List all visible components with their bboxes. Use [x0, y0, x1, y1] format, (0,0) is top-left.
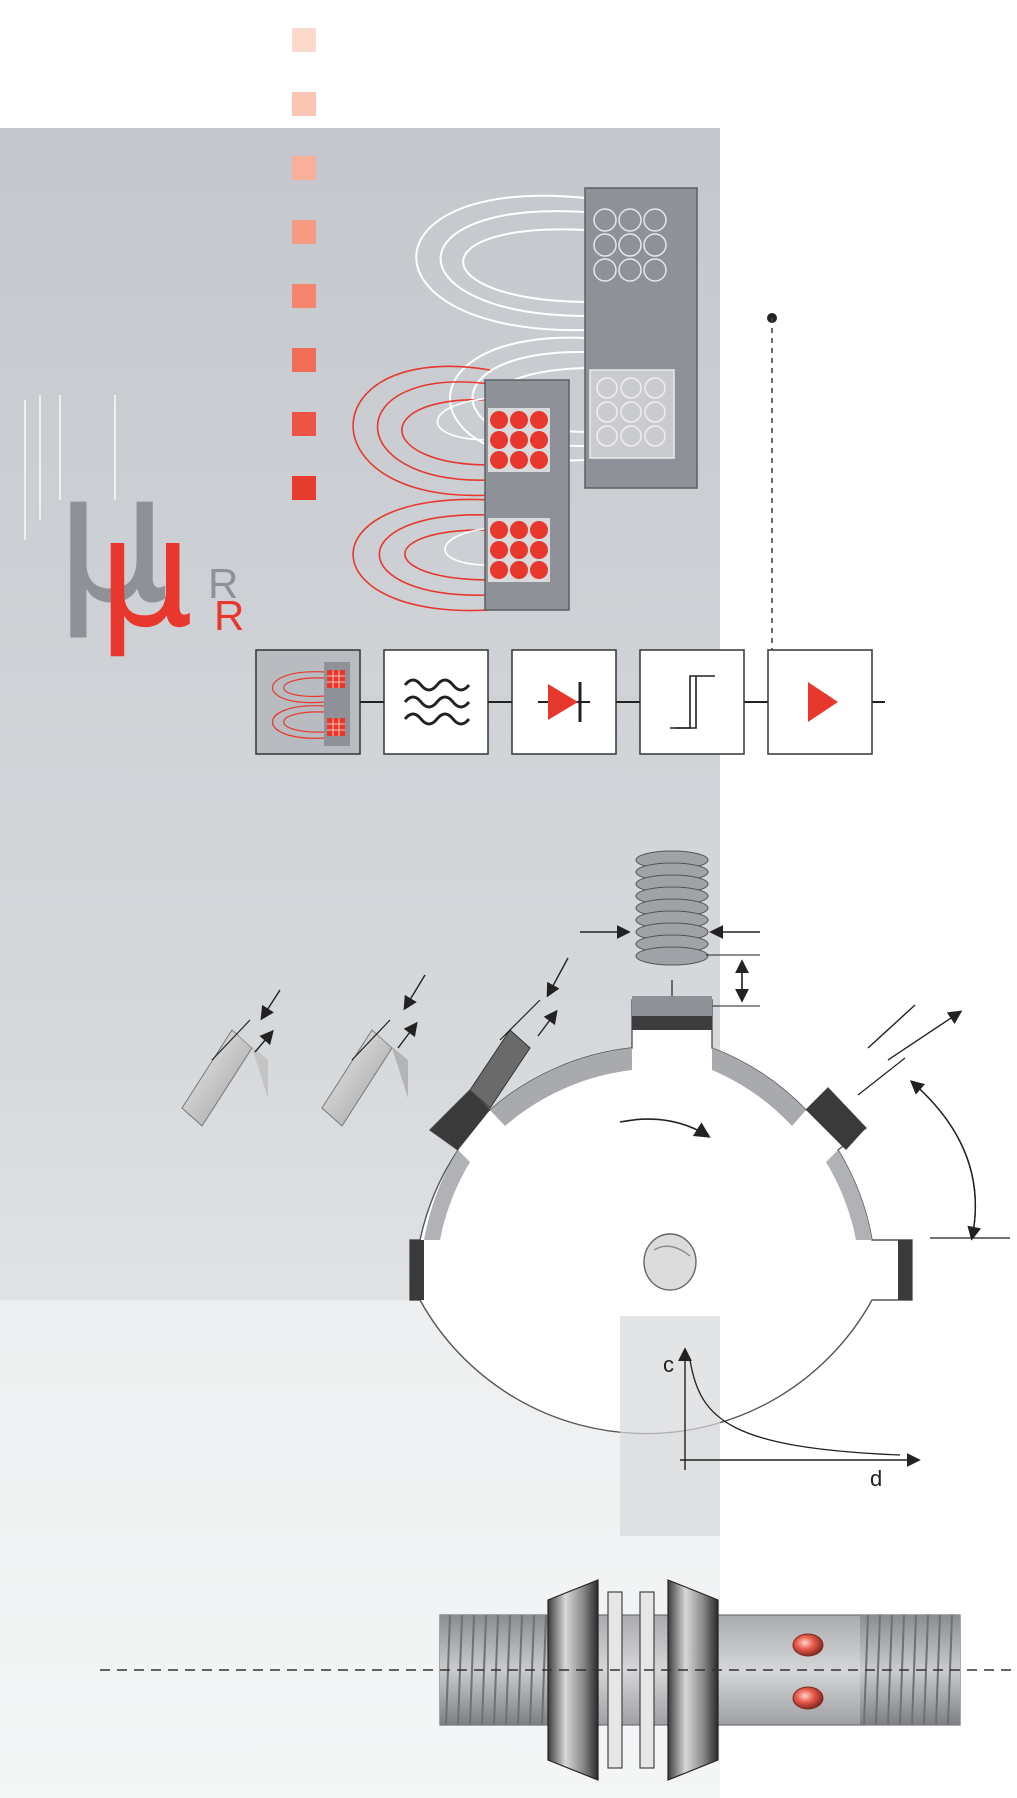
graph-y-label: c: [663, 1352, 674, 1377]
lock-nut-right: [668, 1580, 718, 1780]
washer-right: [640, 1592, 654, 1768]
signal-dashed-line: [767, 313, 777, 650]
washer-left: [608, 1592, 622, 1768]
amplifier-block: [768, 650, 872, 754]
oscillator-block: [384, 650, 488, 754]
mu-symbol-red: μ: [98, 487, 193, 661]
trigger-block: [640, 650, 744, 754]
block-diagram: [256, 650, 885, 754]
graph-x-label: d: [870, 1466, 882, 1491]
lock-nut-left: [548, 1580, 598, 1780]
rectifier-block: [512, 650, 616, 754]
coil-block: [256, 650, 360, 754]
mu-subscript-red: R: [214, 592, 244, 639]
